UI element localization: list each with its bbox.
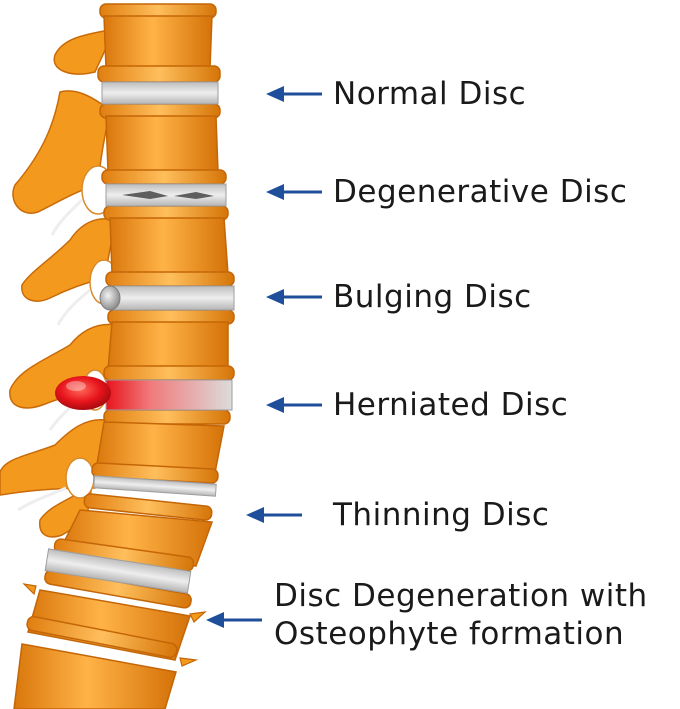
arrow-herniated: [266, 397, 322, 413]
arrow-osteophyte: [206, 612, 262, 628]
bulging-disc: [109, 285, 235, 311]
degenerative-disc: [105, 183, 227, 207]
herniation: [55, 376, 111, 410]
vertebral-bodies: [13, 3, 235, 709]
arrow-bulging: [266, 289, 322, 305]
arrow-thinning: [246, 507, 302, 523]
herniation-highlight: [66, 381, 86, 391]
label-degenerative-disc: Degenerative Disc: [333, 174, 628, 210]
arrows: [206, 86, 322, 628]
nerve-lines: [17, 198, 91, 512]
label-osteophyte: Disc Degeneration with Osteophyte format…: [274, 578, 648, 654]
arrow-degenerative: [266, 184, 322, 200]
label-thinning-disc: Thinning Disc: [333, 497, 550, 533]
bulge: [99, 285, 121, 311]
label-osteophyte-line2: Osteophyte formation: [274, 615, 625, 652]
label-herniated-disc: Herniated Disc: [333, 387, 569, 423]
normal-disc: [101, 81, 219, 105]
degenerative-cracks: [122, 191, 214, 199]
label-osteophyte-line1: Disc Degeneration with: [274, 578, 648, 614]
label-normal-disc: Normal Disc: [333, 76, 527, 112]
discs: [44, 81, 235, 594]
label-bulging-disc: Bulging Disc: [333, 279, 532, 315]
herniated-disc: [105, 379, 233, 411]
thinning-disc: [93, 475, 217, 497]
arrow-normal: [266, 86, 322, 102]
osteophyte-spurs: [22, 583, 207, 667]
osteophyte-disc: [44, 548, 192, 594]
